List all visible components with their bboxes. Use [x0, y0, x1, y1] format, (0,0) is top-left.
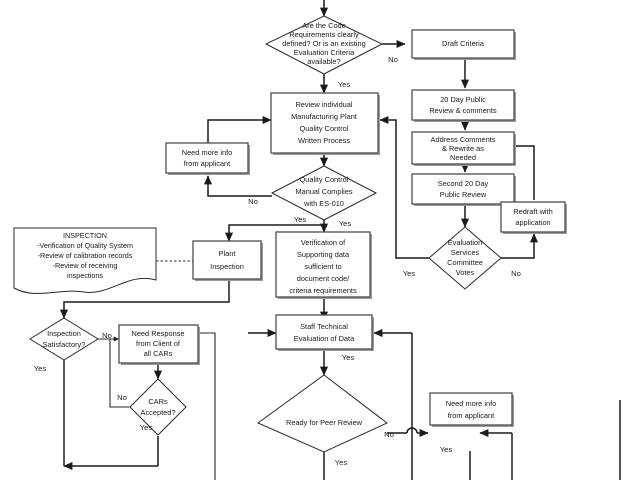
code-requirements-line1: Are the Code [302, 21, 346, 30]
node-need-more-info-top: Need more info from applicant [165, 142, 250, 175]
label-cars-yes: Yes [140, 423, 153, 432]
label-codereq-no: No [388, 55, 398, 64]
verification-line1: Verification of [301, 238, 346, 247]
esc-votes-line2: Services [451, 248, 480, 257]
node-staff-evaluation: Staff Technical Evaluation of Data [275, 314, 374, 351]
node-public-review-20: 20 Day Public Review & comments [411, 89, 516, 122]
label-cars-no: No [117, 393, 127, 402]
redraft-line2: application [515, 218, 550, 227]
node-inspection-note: INSPECTION -Verification of Quality Syst… [13, 227, 157, 294]
inspection-note-line3: -Review of receiving [53, 261, 118, 270]
node-second-review: Second 20 Day Public Review [411, 173, 516, 206]
label-qc-yes-right: Yes [339, 219, 352, 228]
label-codereq-yes: Yes [338, 80, 351, 89]
esc-votes-line4: Votes [456, 268, 475, 277]
verification-line2: Supporting data [297, 250, 350, 259]
edge-response-right [198, 332, 216, 480]
label-peer-yes: Yes [335, 458, 348, 467]
node-cars-accepted: CARs Accepted? [129, 378, 187, 436]
plant-inspection-line1: Plant [219, 249, 236, 258]
code-requirements-line2: Requirements clearly [289, 30, 359, 39]
node-redraft: Redraft with application [500, 201, 567, 234]
public-review-line1: 20 Day Public [440, 95, 486, 104]
review-individual-line2: Manufacturing Plant [291, 112, 357, 121]
qc-manual-line1: Quality Control [300, 175, 349, 184]
address-comments-line3: Needed [450, 153, 476, 162]
ready-peer-review-label: Ready for Peer Review [286, 418, 363, 427]
inspection-note-line2: -Review of calibration records [38, 251, 133, 260]
node-review-individual: Review individual Manufacturing Plant Qu… [270, 92, 380, 155]
need-more-info-bottom-line2: from applicant [448, 411, 494, 420]
redraft-line1: Redraft with [513, 207, 552, 216]
inspection-note-line4: inspections [67, 271, 103, 280]
verification-line3: sufficient to [304, 262, 341, 271]
node-qc-manual: Quality Control Manual Complies with ES-… [270, 165, 378, 221]
node-plant-inspection: Plant Inspection [192, 240, 263, 281]
address-comments-line1: Address Comments [431, 135, 496, 144]
node-draft-criteria: Draft Criteria [411, 29, 516, 60]
label-inspection-no: No [102, 331, 112, 340]
draft-criteria-label: Draft Criteria [442, 39, 485, 48]
edge-needinfo-to-review [207, 115, 272, 143]
edge-qc-no [203, 175, 272, 197]
cars-accepted-line2: Accepted? [141, 408, 176, 417]
verification-line4: document code/ [297, 274, 351, 283]
public-review-line2: Review & comments [429, 106, 497, 115]
label-peer-no: No [384, 430, 394, 439]
label-esc-no: No [511, 269, 521, 278]
address-comments-line2: & Rewrite as [442, 144, 484, 153]
verification-line5: criteria requirements [289, 286, 357, 295]
edge-qc-yes-plant [224, 224, 324, 242]
label-esc-yes: Yes [403, 269, 416, 278]
code-requirements-line4: Evaluation Criteria [294, 48, 355, 57]
node-verification: Verification of Supporting data sufficie… [275, 231, 372, 299]
inspection-note-title: INSPECTION [63, 231, 107, 240]
staff-evaluation-line2: Evaluation of Data [294, 334, 355, 343]
edge-cars-no [109, 338, 131, 408]
review-individual-line4: Written Process [298, 136, 350, 145]
esc-votes-line3: Committee [447, 258, 483, 267]
need-more-info-top-line1: Need more info [182, 148, 233, 157]
esc-votes-line1: Evaluation [448, 238, 483, 247]
review-individual-line3: Quality Control [300, 124, 349, 133]
label-qc-no: No [248, 197, 258, 206]
node-need-more-info-bottom: Need more info from applicant [429, 392, 514, 427]
second-review-line1: Second 20 Day [438, 179, 489, 188]
second-review-line2: Public Review [440, 190, 487, 199]
edge-esc-yes [379, 115, 429, 259]
label-staff-yes: Yes [342, 353, 355, 362]
need-response-line3: all CARs [144, 349, 173, 358]
node-need-response: Need Response from Client of all CARs [118, 324, 200, 365]
plant-inspection-line2: Inspection [210, 262, 244, 271]
review-individual-line1: Review individual [295, 100, 352, 109]
code-requirements-line3: defined? Or is an existing [282, 39, 365, 48]
node-ready-peer-review: Ready for Peer Review [257, 374, 388, 453]
edge-plant-to-satisfactory [59, 281, 230, 319]
inspection-satisfactory-line2: Satisfactory? [43, 340, 86, 349]
node-esc-votes: Evaluation Services Committee Votes [428, 226, 502, 290]
need-more-info-bottom-line1: Need more info [446, 399, 497, 408]
label-inspection-yes: Yes [34, 364, 47, 373]
edge-peer-no-hop [406, 427, 418, 434]
code-requirements-line5: available? [307, 57, 340, 66]
need-more-info-top-line2: from applicant [184, 159, 230, 168]
label-qc-yes-left: Yes [294, 215, 307, 224]
qc-manual-line2: Manual Complies [295, 187, 352, 196]
qc-manual-line3: with ES-010 [303, 199, 344, 208]
node-address-comments: Address Comments & Rewrite as Needed [411, 131, 516, 166]
edge-esc-no [501, 233, 539, 259]
need-response-line1: Need Response [131, 329, 184, 338]
node-code-requirements: Are the Code Requirements clearly define… [264, 15, 384, 75]
node-inspection-satisfactory: Inspection Satisfactory? [29, 317, 99, 361]
label-need-info-yes: Yes [440, 445, 453, 454]
staff-evaluation-line1: Staff Technical [300, 322, 348, 331]
cars-accepted-line1: CARs [148, 397, 168, 406]
need-response-line2: from Client of [136, 339, 181, 348]
inspection-satisfactory-line1: Inspection [47, 329, 81, 338]
inspection-note-line1: -Verification of Quality System [37, 241, 133, 250]
